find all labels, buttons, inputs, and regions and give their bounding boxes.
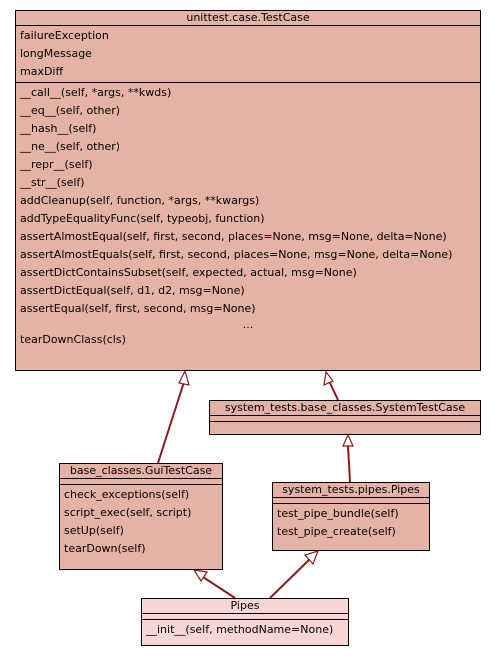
arrowhead-testcase-left [178,369,190,386]
class-systemtestcase[interactable]: system_tests.base_classes.SystemTestCase [209,400,481,435]
edge-pipes-to-pipesbase [269,558,311,599]
class-testcase-methods: __call__(self, *args, **kwds) __eq__(sel… [16,83,480,350]
method-ellipsis: ... [242,318,254,331]
class-guitestcase[interactable]: base_classes.GuiTestCase check_exception… [59,463,223,570]
class-testcase-attributes: failureException longMessage maxDiff [16,26,480,83]
class-pipes-base-methods: test_pipe_bundle(self) test_pipe_create(… [273,504,429,542]
method-row: tearDown(self) [64,542,146,555]
class-systemtestcase-attributes [210,416,480,422]
class-systemtestcase-title: system_tests.base_classes.SystemTestCase [210,401,480,416]
edge-guitestcase-to-testcase [157,381,185,464]
method-row: __str__(self) [20,176,85,189]
method-row: script_exec(self, script) [64,506,192,519]
class-testcase-title: unittest.case.TestCase [16,11,480,26]
class-guitestcase-attributes [60,479,222,485]
attribute-row: longMessage [20,47,92,60]
method-row: __init__(self, methodName=None) [146,623,334,636]
edge-pipes-to-guitestcase [202,576,236,599]
edge-systemtestcase-to-testcase [328,380,339,401]
method-row: setUp(self) [64,524,124,537]
class-systemtestcase-methods [210,422,480,427]
class-pipes-base-attributes [273,498,429,504]
method-row: __ne__(self, other) [20,140,121,153]
arrowhead-pipesbase [303,550,320,566]
attribute-row: maxDiff [20,65,64,78]
method-row: check_exceptions(self) [64,488,190,501]
arrowhead-systemtestcase [342,433,354,447]
class-pipes-title: Pipes [142,599,348,614]
method-row: assertAlmostEqual(self, first, second, p… [20,230,447,243]
class-guitestcase-title: base_classes.GuiTestCase [60,464,222,479]
method-row: test_pipe_create(self) [277,525,396,538]
class-testcase[interactable]: unittest.case.TestCase failureException … [15,10,481,371]
attribute-row: failureException [20,29,109,42]
class-pipes-base[interactable]: system_tests.pipes.Pipes test_pipe_bundl… [272,482,430,551]
method-row: __call__(self, *args, **kwds) [20,86,172,99]
method-row: __hash__(self) [20,122,97,135]
method-row: addCleanup(self, function, *args, **kwar… [20,194,260,207]
method-row: assertEqual(self, first, second, msg=Non… [20,302,256,315]
class-pipes-base-title: system_tests.pipes.Pipes [273,483,429,498]
method-row: assertAlmostEquals(self, first, second, … [20,248,453,261]
class-pipes-methods: __init__(self, methodName=None) [142,620,348,640]
method-row: test_pipe_bundle(self) [277,507,399,520]
class-pipes[interactable]: Pipes __init__(self, methodName=None) [141,598,349,646]
method-row: __eq__(self, other) [20,104,121,117]
method-row: assertDictEqual(self, d1, d2, msg=None) [20,284,245,297]
method-row: tearDownClass(cls) [20,333,126,346]
edge-pipesbase-to-systemtestcase [347,445,351,483]
class-guitestcase-methods: check_exceptions(self) script_exec(self,… [60,485,222,559]
arrowhead-guitestcase [192,569,209,583]
method-row: addTypeEqualityFunc(self, typeobj, funct… [20,212,265,225]
arrowhead-testcase-right [323,370,334,386]
method-row: __repr__(self) [20,158,93,171]
class-pipes-attributes [142,614,348,620]
method-row: assertDictContainsSubset(self, expected,… [20,266,357,279]
